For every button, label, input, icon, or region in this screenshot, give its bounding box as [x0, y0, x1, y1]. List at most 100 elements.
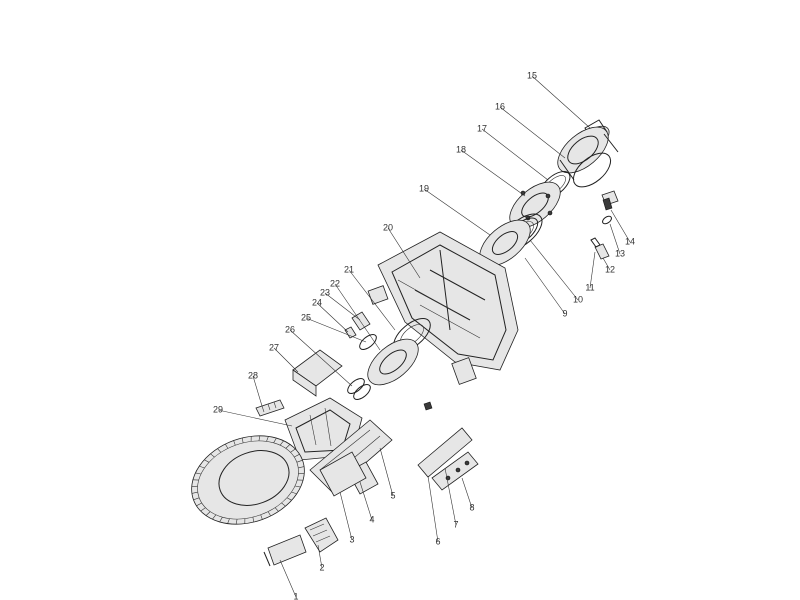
callout-11: 11: [585, 282, 594, 292]
leader-line-6: [427, 475, 439, 543]
part-23-sleeve: [351, 311, 371, 331]
leader-line-10: [529, 239, 579, 301]
gear-tooth: [298, 466, 305, 469]
leader-line-3: [339, 491, 353, 541]
callout-14: 14: [625, 236, 635, 246]
gear-tooth: [294, 453, 300, 458]
gear-tooth: [258, 435, 261, 441]
gear-tooth: [196, 502, 202, 507]
part-25-ring: [359, 334, 377, 350]
leader-line-1: [279, 559, 297, 598]
callout-13: 13: [615, 248, 625, 258]
gear-tooth: [286, 497, 292, 501]
callout-12: 12: [605, 264, 615, 274]
leader-line-14: [610, 209, 631, 243]
part-8-shaft: [431, 451, 479, 491]
callout-19: 19: [419, 183, 429, 193]
callout-3: 3: [349, 534, 354, 544]
leader-line-18: [460, 149, 526, 197]
callout-2: 2: [319, 562, 324, 572]
gear-tooth: [233, 440, 236, 446]
callout-4: 4: [369, 514, 374, 524]
leader-line-2: [317, 544, 323, 569]
leader-line-22: [334, 283, 381, 351]
gear-tooth: [191, 491, 198, 494]
callout-16: 16: [495, 101, 505, 111]
callout-10: 10: [573, 294, 583, 304]
callout-15: 15: [527, 70, 537, 80]
callout-8: 8: [469, 502, 474, 512]
part-14-bolt: [601, 190, 619, 211]
leader-line-9: [524, 257, 566, 315]
leader-line-16: [499, 106, 566, 159]
leader-line-29: [217, 409, 293, 427]
callout-25: 25: [301, 312, 311, 322]
callout-17: 17: [477, 123, 487, 133]
part-2-pinion: [304, 517, 339, 553]
gear-tooth: [225, 443, 229, 449]
part-24-pin: [344, 326, 357, 339]
gear-tooth: [205, 511, 211, 516]
part-26-spacer: [347, 378, 371, 400]
leader-line-20: [387, 227, 421, 279]
callout-5: 5: [390, 490, 395, 500]
gear-tooth: [279, 440, 284, 446]
callout-24: 24: [312, 297, 322, 307]
gear-tooth: [217, 448, 222, 453]
part-7-shaft: [417, 427, 473, 478]
gear-tooth: [274, 507, 279, 512]
gear-tooth: [285, 444, 291, 449]
callout-26: 26: [285, 324, 295, 334]
gear-tooth: [212, 514, 217, 520]
callout-labels: 1234567891011121314151617181920212223242…: [213, 70, 635, 600]
leader-line-13: [609, 223, 621, 255]
leader-line-25: [305, 317, 367, 343]
callout-20: 20: [383, 222, 393, 232]
part-9-flat-washer: [479, 219, 531, 267]
callout-28: 28: [248, 370, 258, 380]
callout-21: 21: [344, 264, 354, 274]
part-22-bearing: [367, 338, 419, 386]
callout-18: 18: [456, 144, 466, 154]
ring-gear: [191, 435, 305, 525]
gear-tooth: [296, 459, 303, 463]
leader-line-8: [461, 477, 473, 509]
gear-tooth: [235, 519, 238, 525]
leader-line-24: [316, 302, 349, 333]
leader-line-7: [444, 467, 457, 526]
gear-tooth: [273, 437, 277, 443]
part-13-washer: [602, 215, 612, 225]
gear-tooth: [204, 459, 210, 463]
leader-line-17: [481, 128, 549, 181]
part-27-block: [292, 349, 343, 397]
callout-6: 6: [435, 536, 440, 546]
callout-9: 9: [562, 308, 567, 318]
part-18-bearing-cage: [509, 181, 561, 229]
gear-tooth: [193, 497, 200, 501]
leader-line-28: [252, 375, 263, 407]
part-6-pin: [423, 401, 433, 411]
part-3-gear-body: [319, 451, 367, 497]
gear-tooth: [219, 517, 223, 523]
callout-23: 23: [320, 287, 330, 297]
gear-tooth: [199, 465, 205, 469]
gear-tooth: [267, 511, 271, 517]
gear-tooth: [242, 437, 244, 443]
leader-line-11: [589, 251, 596, 289]
gear-tooth: [200, 507, 206, 512]
gear-tooth: [298, 473, 305, 475]
gear-tooth: [281, 502, 286, 507]
gear-tooth: [252, 517, 254, 523]
gear-tooth: [191, 485, 198, 487]
callout-1: 1: [293, 591, 298, 600]
callout-22: 22: [330, 278, 340, 288]
gear-tooth: [290, 448, 296, 453]
part-20-main-housing: [367, 231, 519, 385]
leader-line-19: [423, 188, 491, 236]
part-1-pinion-shaft: [263, 534, 307, 567]
leader-line-23: [324, 292, 361, 321]
gear-tooth: [266, 436, 269, 442]
leader-line-15: [531, 75, 591, 129]
